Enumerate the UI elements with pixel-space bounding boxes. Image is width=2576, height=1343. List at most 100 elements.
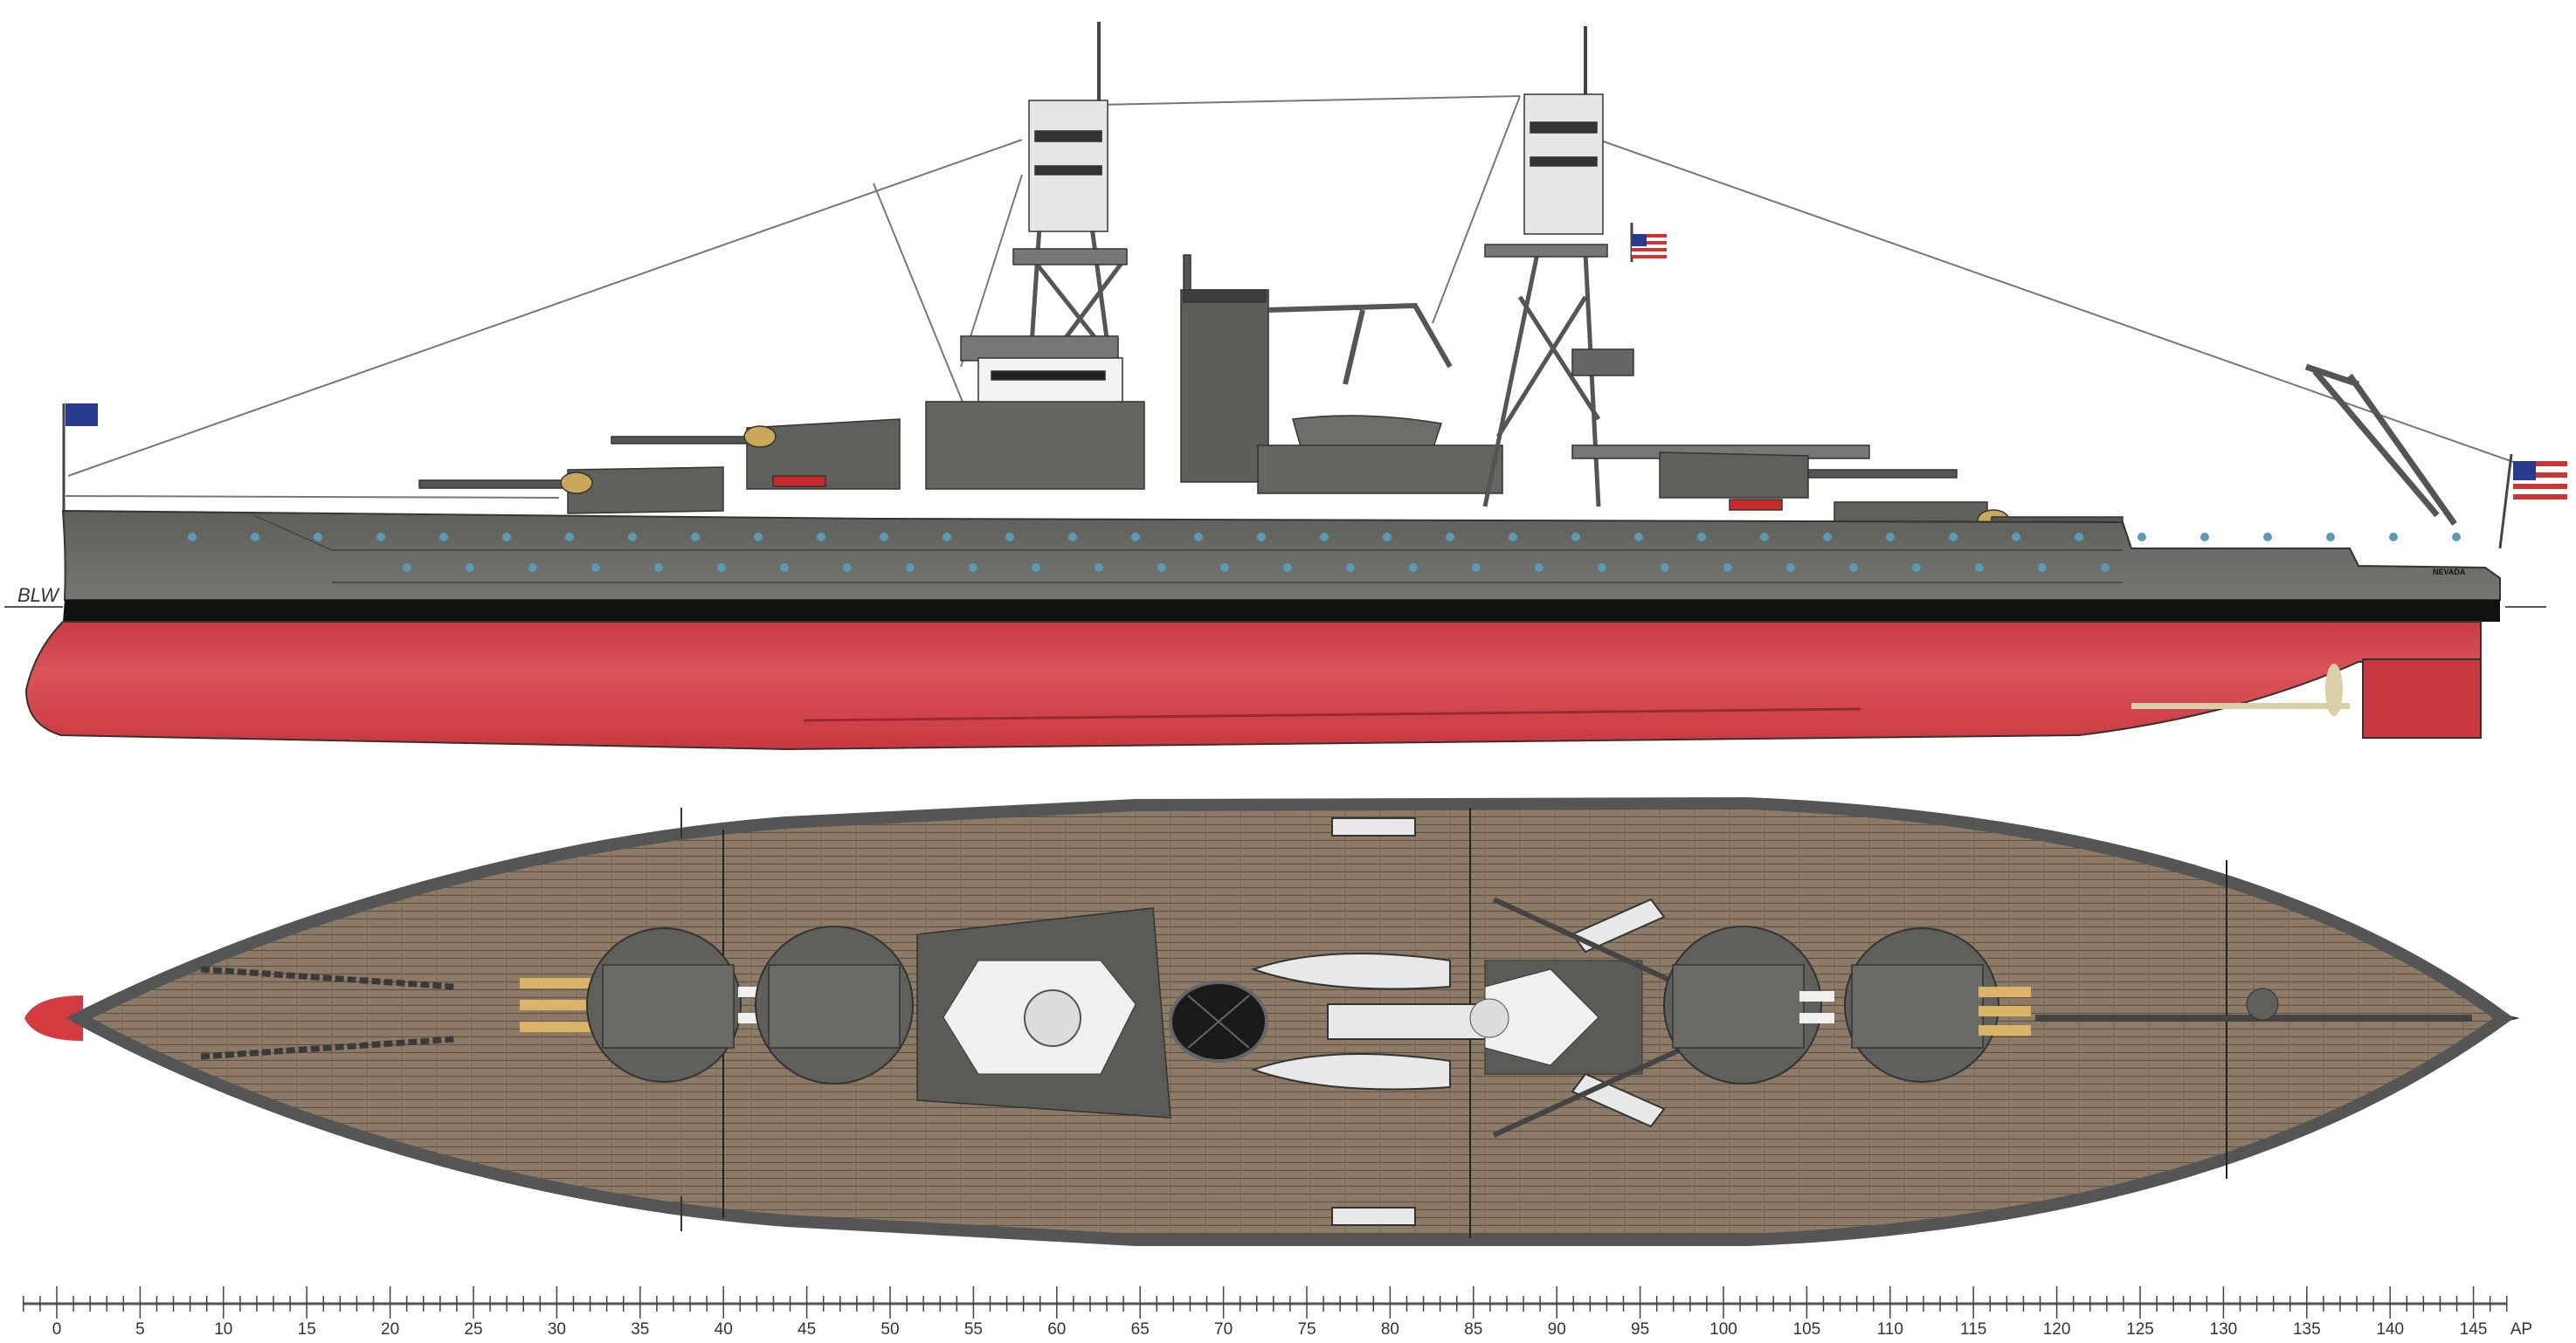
porthole [2075, 533, 2083, 541]
porthole [1194, 533, 1203, 541]
turret-3 [1663, 926, 1834, 1085]
stern-crane [2304, 363, 2457, 527]
porthole [754, 533, 763, 541]
stern-flagstaff [2498, 453, 2513, 549]
propeller-icon [2325, 664, 2343, 716]
scale-label: 95 [1631, 1320, 1649, 1339]
scale-label: 30 [548, 1320, 566, 1339]
scale-label: 65 [1131, 1320, 1150, 1339]
porthole [1535, 563, 1544, 572]
porthole [1509, 533, 1517, 541]
stern-us-flag-icon [2513, 461, 2567, 499]
floatplane-marker [1729, 499, 1783, 511]
scale-label: 140 [2376, 1320, 2404, 1339]
porthole [1949, 533, 1958, 541]
porthole [1095, 563, 1103, 572]
scale-label: 135 [2293, 1320, 2321, 1339]
porthole [1032, 563, 1040, 572]
scale-label: 0 [52, 1320, 62, 1339]
scale-label: 100 [1709, 1320, 1737, 1339]
fore-mast [925, 22, 1145, 490]
porthole [1257, 533, 1266, 541]
porthole [528, 563, 537, 572]
funnel-top [1169, 981, 1268, 1063]
turret-3-side [1659, 451, 1958, 499]
scale-label: 145 [2460, 1320, 2488, 1339]
porthole [565, 533, 574, 541]
porthole [843, 563, 852, 572]
turret-2-side [611, 418, 901, 490]
hull-name: NEVADA [2433, 568, 2466, 576]
porthole [2200, 533, 2209, 541]
turret-1 [520, 927, 742, 1083]
porthole [817, 533, 825, 541]
porthole [1760, 533, 1769, 541]
scale-label: 115 [1960, 1320, 1986, 1339]
scale-label: 20 [381, 1320, 399, 1339]
porthole [1886, 533, 1895, 541]
turret-2 [738, 926, 914, 1085]
porthole [1697, 533, 1706, 541]
porthole [1068, 533, 1077, 541]
porthole [691, 533, 700, 541]
plan-view [24, 796, 2520, 1246]
jack-flag-icon [66, 403, 98, 426]
propeller-shaft [2131, 703, 2350, 709]
us-flag-icon [1632, 234, 1667, 258]
porthole [1346, 563, 1355, 572]
porthole [1634, 533, 1643, 541]
porthole [1786, 563, 1795, 572]
porthole [1723, 563, 1732, 572]
hull-casemate-line [252, 514, 2123, 583]
porthole [969, 563, 977, 572]
fore-superstructure [916, 907, 1171, 1119]
scale-label: 50 [881, 1320, 899, 1339]
porthole [1975, 563, 1984, 572]
scale-label: 75 [1297, 1320, 1316, 1339]
scale-label: 80 [1381, 1320, 1399, 1339]
scale-label: 35 [631, 1320, 649, 1339]
bilge-keel [803, 707, 1861, 722]
porthole [1446, 533, 1454, 541]
porthole [943, 533, 951, 541]
porthole [1383, 533, 1392, 541]
porthole [1571, 533, 1580, 541]
main-mast [1482, 26, 1667, 507]
porthole [628, 533, 637, 541]
porthole [1320, 533, 1329, 541]
porthole [251, 533, 259, 541]
scale-label: 125 [2126, 1320, 2154, 1339]
boot-topping [63, 600, 2500, 622]
porthole [2326, 533, 2335, 541]
boats [1250, 817, 1666, 1226]
porthole [2389, 533, 2398, 541]
porthole [2452, 533, 2461, 541]
scale-label: 130 [2210, 1320, 2238, 1339]
boat-crane [1267, 302, 1453, 385]
porthole [654, 563, 663, 572]
porthole [439, 533, 448, 541]
scale-label: 25 [464, 1320, 482, 1339]
porthole [314, 533, 322, 541]
porthole [1005, 533, 1014, 541]
porthole [466, 563, 474, 572]
porthole [1912, 563, 1921, 572]
porthole [1661, 563, 1669, 572]
porthole [880, 533, 888, 541]
hull-upper-gray [61, 509, 2501, 601]
porthole [188, 533, 197, 541]
porthole [2263, 533, 2272, 541]
turret-4 [1844, 927, 2031, 1083]
scale-label: 120 [2043, 1320, 2071, 1339]
rudder [2362, 658, 2482, 739]
porthole [1598, 563, 1606, 572]
porthole [906, 563, 915, 572]
porthole [1157, 563, 1166, 572]
scale-label: 10 [214, 1320, 232, 1339]
fore-top [1024, 989, 1081, 1047]
porthole [2101, 563, 2110, 572]
scale-label: 45 [798, 1320, 816, 1339]
deck-outline [65, 796, 2514, 1246]
